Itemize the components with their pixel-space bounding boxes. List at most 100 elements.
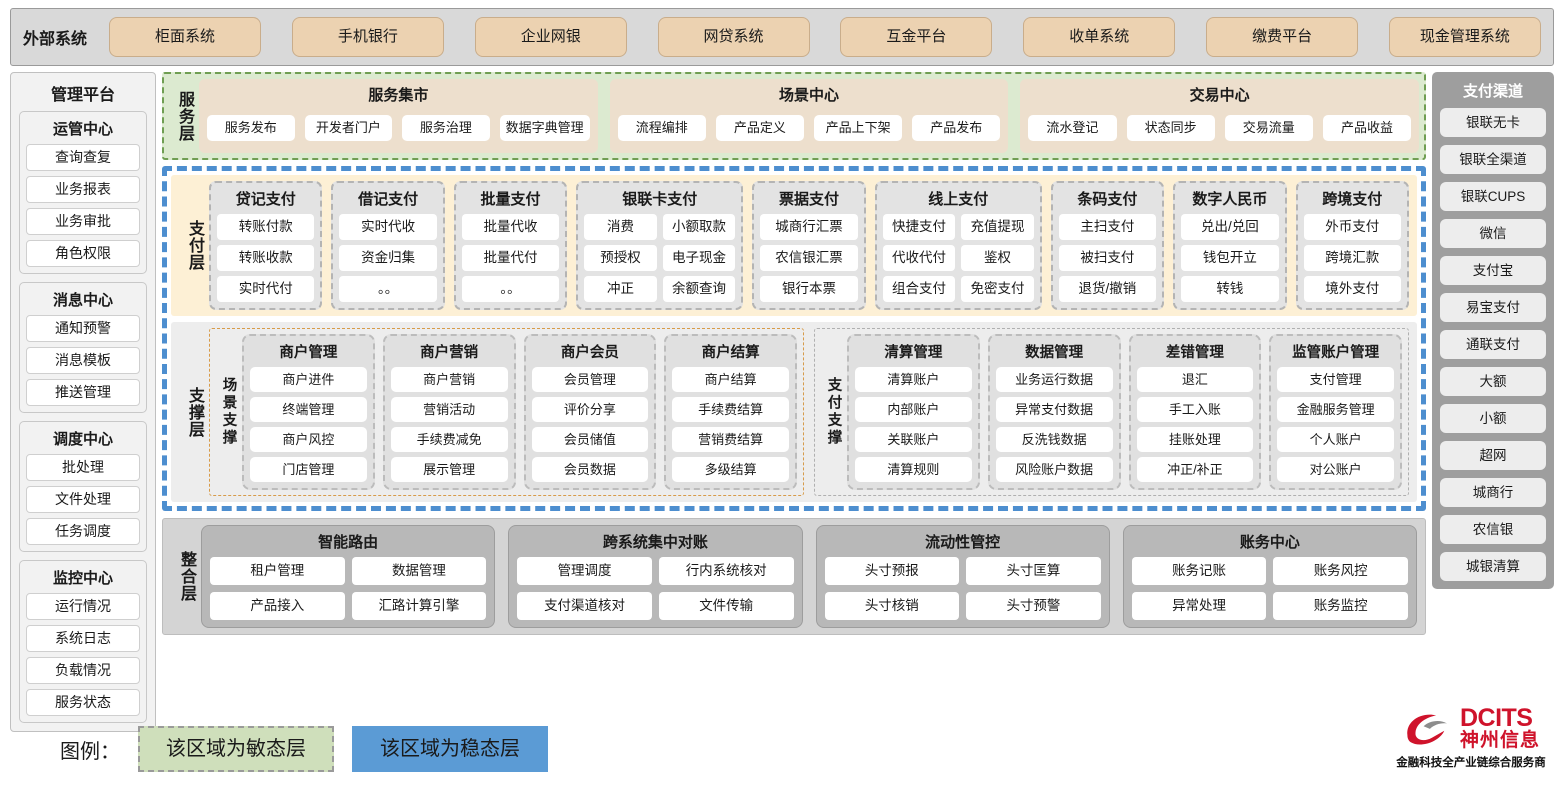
- service-item[interactable]: 产品定义: [715, 115, 805, 141]
- payment-item[interactable]: 批量代收: [461, 214, 560, 240]
- service-item[interactable]: 状态同步: [1126, 115, 1215, 141]
- support-item[interactable]: 冲正/补正: [1136, 457, 1254, 482]
- integration-item[interactable]: 汇路计算引擎: [351, 592, 487, 620]
- admin-menu-item[interactable]: 通知预警: [26, 315, 140, 342]
- payment-item[interactable]: 。。: [461, 276, 560, 302]
- payment-item[interactable]: 农信银汇票: [760, 245, 858, 271]
- service-item[interactable]: 服务发布: [207, 115, 295, 141]
- payment-item[interactable]: 转钱: [1181, 276, 1279, 302]
- support-item[interactable]: 营销活动: [390, 397, 508, 422]
- payment-item[interactable]: 消费: [584, 214, 657, 240]
- payment-item[interactable]: 城商行汇票: [760, 214, 858, 240]
- integration-item[interactable]: 数据管理: [351, 557, 487, 585]
- external-system-chip[interactable]: 缴费平台: [1206, 17, 1359, 57]
- support-item[interactable]: 商户结算: [672, 367, 789, 392]
- external-system-chip[interactable]: 手机银行: [291, 17, 444, 57]
- integration-item[interactable]: 头寸预报: [824, 557, 960, 585]
- integration-item[interactable]: 异常处理: [1131, 592, 1267, 620]
- payment-item[interactable]: 电子现金: [662, 245, 736, 271]
- integration-item[interactable]: 账务风控: [1273, 557, 1408, 585]
- payment-item[interactable]: 转账付款: [217, 214, 315, 240]
- service-item[interactable]: 流水登记: [1028, 115, 1117, 141]
- admin-menu-item[interactable]: 系统日志: [26, 625, 140, 652]
- integration-item[interactable]: 产品接入: [210, 592, 345, 620]
- payment-item[interactable]: 。。: [339, 276, 437, 302]
- admin-menu-item[interactable]: 推送管理: [26, 379, 140, 406]
- payment-channel-item[interactable]: 银联CUPS: [1440, 182, 1546, 211]
- integration-item[interactable]: 管理调度: [517, 557, 652, 585]
- payment-channel-item[interactable]: 大额: [1440, 367, 1546, 396]
- support-item[interactable]: 展示管理: [390, 457, 508, 482]
- support-item[interactable]: 会员管理: [531, 367, 649, 392]
- admin-menu-item[interactable]: 负载情况: [26, 657, 140, 684]
- support-item[interactable]: 商户营销: [390, 367, 508, 392]
- integration-item[interactable]: 账务监控: [1273, 592, 1408, 620]
- external-system-chip[interactable]: 互金平台: [840, 17, 993, 57]
- integration-item[interactable]: 租户管理: [210, 557, 345, 585]
- external-system-chip[interactable]: 企业网银: [474, 17, 627, 57]
- support-item[interactable]: 退汇: [1136, 367, 1254, 392]
- admin-menu-item[interactable]: 任务调度: [26, 518, 140, 545]
- payment-item[interactable]: 外币支付: [1303, 214, 1401, 240]
- integration-item[interactable]: 支付渠道核对: [517, 592, 652, 620]
- payment-channel-item[interactable]: 城商行: [1440, 478, 1546, 507]
- support-item[interactable]: 商户风控: [250, 427, 367, 452]
- admin-menu-item[interactable]: 业务报表: [26, 176, 140, 203]
- payment-item[interactable]: 实时代付: [217, 276, 315, 302]
- payment-item[interactable]: 冲正: [584, 276, 657, 302]
- support-item[interactable]: 金融服务管理: [1277, 397, 1394, 422]
- support-item[interactable]: 支付管理: [1277, 367, 1394, 392]
- payment-item[interactable]: 转账收款: [217, 245, 315, 271]
- support-item[interactable]: 异常支付数据: [995, 397, 1113, 422]
- admin-menu-item[interactable]: 角色权限: [26, 240, 140, 267]
- payment-item[interactable]: 余额查询: [662, 276, 736, 302]
- support-item[interactable]: 多级结算: [672, 457, 789, 482]
- payment-item[interactable]: 银行本票: [760, 276, 858, 302]
- integration-item[interactable]: 头寸核销: [824, 592, 960, 620]
- payment-item[interactable]: 小额取款: [662, 214, 736, 240]
- support-item[interactable]: 业务运行数据: [995, 367, 1113, 392]
- payment-item[interactable]: 组合支付: [882, 276, 956, 302]
- payment-channel-item[interactable]: 小额: [1440, 404, 1546, 433]
- external-system-chip[interactable]: 柜面系统: [109, 17, 262, 57]
- payment-item[interactable]: 充值提现: [961, 214, 1034, 240]
- service-item[interactable]: 数据字典管理: [499, 115, 590, 141]
- payment-item[interactable]: 主扫支付: [1058, 214, 1157, 240]
- external-system-chip[interactable]: 现金管理系统: [1388, 17, 1541, 57]
- support-item[interactable]: 个人账户: [1277, 427, 1394, 452]
- payment-channel-item[interactable]: 城银清算: [1440, 552, 1546, 581]
- payment-item[interactable]: 预授权: [584, 245, 657, 271]
- payment-channel-item[interactable]: 微信: [1440, 219, 1546, 248]
- admin-menu-item[interactable]: 运行情况: [26, 593, 140, 620]
- support-item[interactable]: 手续费减免: [390, 427, 508, 452]
- payment-channel-item[interactable]: 易宝支付: [1440, 293, 1546, 322]
- payment-item[interactable]: 实时代收: [339, 214, 437, 240]
- support-item[interactable]: 评价分享: [531, 397, 649, 422]
- payment-item[interactable]: 钱包开立: [1181, 245, 1279, 271]
- admin-menu-item[interactable]: 批处理: [26, 454, 140, 481]
- service-item[interactable]: 产品发布: [912, 115, 1001, 141]
- payment-item[interactable]: 免密支付: [961, 276, 1034, 302]
- admin-menu-item[interactable]: 查询查复: [26, 144, 140, 171]
- support-item[interactable]: 手工入账: [1136, 397, 1254, 422]
- support-item[interactable]: 反洗钱数据: [995, 427, 1113, 452]
- service-item[interactable]: 产品收益: [1322, 115, 1412, 141]
- payment-channel-item[interactable]: 农信银: [1440, 515, 1546, 544]
- payment-item[interactable]: 被扫支付: [1058, 245, 1157, 271]
- payment-item[interactable]: 跨境汇款: [1303, 245, 1401, 271]
- integration-item[interactable]: 行内系统核对: [658, 557, 794, 585]
- support-item[interactable]: 关联账户: [855, 427, 972, 452]
- support-item[interactable]: 商户进件: [250, 367, 367, 392]
- payment-item[interactable]: 境外支付: [1303, 276, 1401, 302]
- support-item[interactable]: 风险账户数据: [995, 457, 1113, 482]
- support-item[interactable]: 终端管理: [250, 397, 367, 422]
- payment-item[interactable]: 快捷支付: [882, 214, 956, 240]
- service-item[interactable]: 流程编排: [617, 115, 706, 141]
- support-item[interactable]: 营销费结算: [672, 427, 789, 452]
- payment-channel-item[interactable]: 超网: [1440, 441, 1546, 470]
- integration-item[interactable]: 账务记账: [1131, 557, 1267, 585]
- service-item[interactable]: 交易流量: [1224, 115, 1313, 141]
- admin-menu-item[interactable]: 业务审批: [26, 208, 140, 235]
- support-item[interactable]: 挂账处理: [1136, 427, 1254, 452]
- integration-item[interactable]: 头寸预警: [966, 592, 1101, 620]
